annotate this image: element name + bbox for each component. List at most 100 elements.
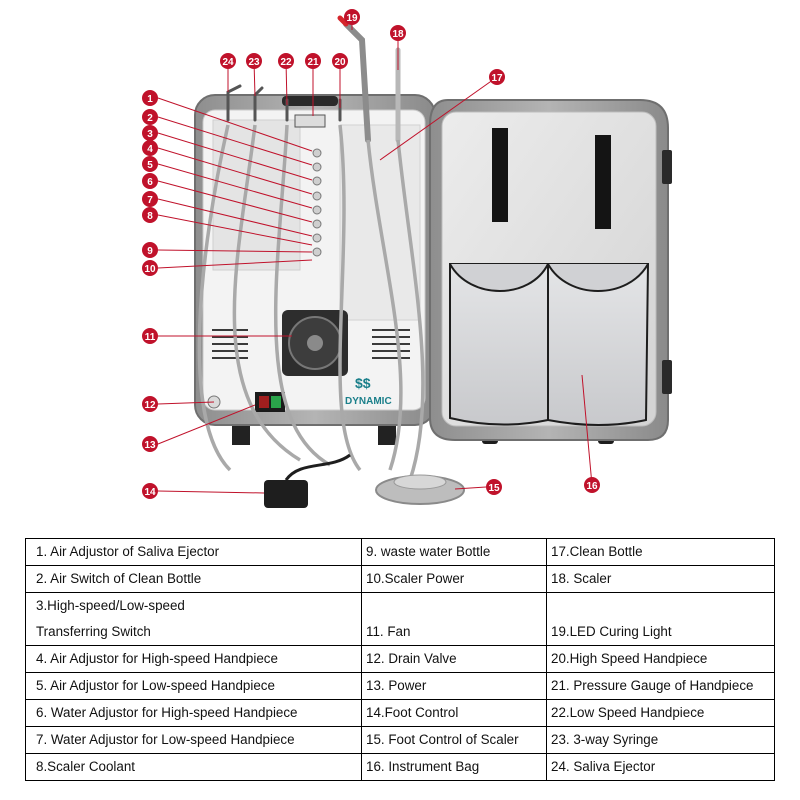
callout-22: 22 — [278, 53, 294, 69]
legend-row: 3.High-speed/Low-speed Transferring Swit… — [25, 592, 775, 646]
instrument-bag — [449, 263, 650, 426]
callout-16: 16 — [584, 477, 600, 493]
legend-row: 6. Water Adjustor for High-speed Handpie… — [25, 699, 775, 727]
foot-control — [264, 480, 308, 508]
legend-row: 8.Scaler Coolant 16. Instrument Bag 24. … — [25, 753, 775, 781]
svg-text:13: 13 — [144, 440, 156, 451]
callout-10: 10 — [142, 260, 158, 276]
svg-text:4: 4 — [147, 144, 153, 155]
legend-item-16: 16. Instrument Bag — [361, 753, 547, 781]
svg-text:10: 10 — [144, 264, 156, 275]
case-handle — [282, 96, 338, 106]
legend-item-4: 4. Air Adjustor for High-speed Handpiece — [25, 645, 362, 673]
callout-13: 13 — [142, 436, 158, 452]
svg-text:18: 18 — [392, 29, 404, 40]
pressure-gauge — [294, 114, 326, 128]
legend-item-12: 12. Drain Valve — [361, 645, 547, 673]
svg-text:7: 7 — [147, 195, 153, 206]
callout-11: 11 — [142, 328, 158, 344]
lid-latch-lower — [662, 360, 672, 394]
callout-badges: 1 2 3 4 5 6 7 8 9 10 11 12 13 14 15 16 1… — [142, 9, 600, 499]
svg-text:9: 9 — [147, 246, 153, 257]
callout-21: 21 — [305, 53, 321, 69]
legend-item-1: 1. Air Adjustor of Saliva Ejector — [25, 538, 362, 566]
legend-row: 1. Air Adjustor of Saliva Ejector 9. was… — [25, 538, 775, 566]
legend-item-22: 22.Low Speed Handpiece — [546, 699, 775, 727]
legend-item-14: 14.Foot Control — [361, 699, 547, 727]
lid-latch — [662, 150, 672, 184]
svg-text:17: 17 — [491, 73, 503, 84]
legend-item-8: 8.Scaler Coolant — [25, 753, 362, 781]
svg-text:16: 16 — [586, 481, 598, 492]
dynamic-logo-mark: $$ — [355, 375, 371, 391]
legend-item-23: 23. 3-way Syringe — [546, 726, 775, 754]
legend-row: 7. Water Adjustor for Low-speed Handpiec… — [25, 726, 775, 754]
callout-23: 23 — [246, 53, 262, 69]
svg-text:21: 21 — [307, 57, 319, 68]
parts-legend-table: 1. Air Adjustor of Saliva Ejector 9. was… — [25, 538, 775, 781]
callout-15: 15 — [486, 479, 502, 495]
svg-text:5: 5 — [147, 160, 153, 171]
svg-text:19: 19 — [346, 13, 358, 24]
callout-9: 9 — [142, 242, 158, 258]
legend-item-7: 7. Water Adjustor for Low-speed Handpiec… — [25, 726, 362, 754]
legend-item-11: 11. Fan — [361, 592, 547, 646]
vent-right — [372, 329, 410, 359]
callout-8: 8 — [142, 207, 158, 223]
callout-1: 1 — [142, 90, 158, 106]
legend-item-19-text: 19.LED Curing Light — [551, 624, 672, 639]
legend-row: 2. Air Switch of Clean Bottle 10.Scaler … — [25, 565, 775, 593]
legend-item-13: 13. Power — [361, 672, 547, 700]
legend-row: 5. Air Adjustor for Low-speed Handpiece … — [25, 672, 775, 700]
callout-6: 6 — [142, 173, 158, 189]
legend-item-21: 21. Pressure Gauge of Handpiece — [546, 672, 775, 700]
legend-item-18: 18. Scaler — [546, 565, 775, 593]
legend-item-20: 20.High Speed Handpiece — [546, 645, 775, 673]
legend-item-3-line2: Transferring Switch — [36, 624, 151, 639]
dental-unit-photo: DYNAMIC $$ — [142, 9, 672, 508]
svg-text:1: 1 — [147, 94, 153, 105]
legend-item-6: 6. Water Adjustor for High-speed Handpie… — [25, 699, 362, 727]
legend-item-3-line1: 3.High-speed/Low-speed — [36, 598, 185, 613]
svg-text:24: 24 — [222, 57, 234, 68]
callout-18: 18 — [390, 25, 406, 41]
callout-2: 2 — [142, 109, 158, 125]
legend-item-11-text: 11. Fan — [366, 624, 411, 639]
legend-item-5: 5. Air Adjustor for Low-speed Handpiece — [25, 672, 362, 700]
legend-item-2: 2. Air Switch of Clean Bottle — [25, 565, 362, 593]
legend-item-10: 10.Scaler Power — [361, 565, 547, 593]
legend-item-19: 19.LED Curing Light — [546, 592, 775, 646]
callout-19: 19 — [344, 9, 360, 25]
callout-17: 17 — [489, 69, 505, 85]
legend-item-9: 9. waste water Bottle — [361, 538, 547, 566]
legend-row: 4. Air Adjustor for High-speed Handpiece… — [25, 645, 775, 673]
svg-text:15: 15 — [488, 483, 500, 494]
svg-text:14: 14 — [144, 487, 156, 498]
svg-text:11: 11 — [145, 332, 156, 343]
callout-7: 7 — [142, 191, 158, 207]
legend-item-17: 17.Clean Bottle — [546, 538, 775, 566]
callout-5: 5 — [142, 156, 158, 172]
svg-text:12: 12 — [144, 400, 156, 411]
callout-4: 4 — [142, 140, 158, 156]
leader-lines — [157, 17, 593, 494]
svg-text:2: 2 — [147, 113, 153, 124]
callout-3: 3 — [142, 125, 158, 141]
svg-text:22: 22 — [280, 57, 292, 68]
adjustor-knobs — [312, 148, 322, 257]
vent-left — [212, 329, 248, 359]
callout-20: 20 — [332, 53, 348, 69]
callout-12: 12 — [142, 396, 158, 412]
legend-item-24: 24. Saliva Ejector — [546, 753, 775, 781]
lid-strap-left — [492, 128, 508, 222]
legend-item-15: 15. Foot Control of Scaler — [361, 726, 547, 754]
svg-text:8: 8 — [147, 211, 153, 222]
dynamic-logo: DYNAMIC — [345, 396, 392, 407]
svg-text:20: 20 — [334, 57, 346, 68]
svg-text:3: 3 — [147, 129, 153, 140]
callout-24: 24 — [220, 53, 236, 69]
svg-text:6: 6 — [147, 177, 153, 188]
legend-item-3: 3.High-speed/Low-speed Transferring Swit… — [25, 592, 362, 646]
lid-strap-right — [595, 135, 611, 229]
hoses — [197, 124, 425, 481]
